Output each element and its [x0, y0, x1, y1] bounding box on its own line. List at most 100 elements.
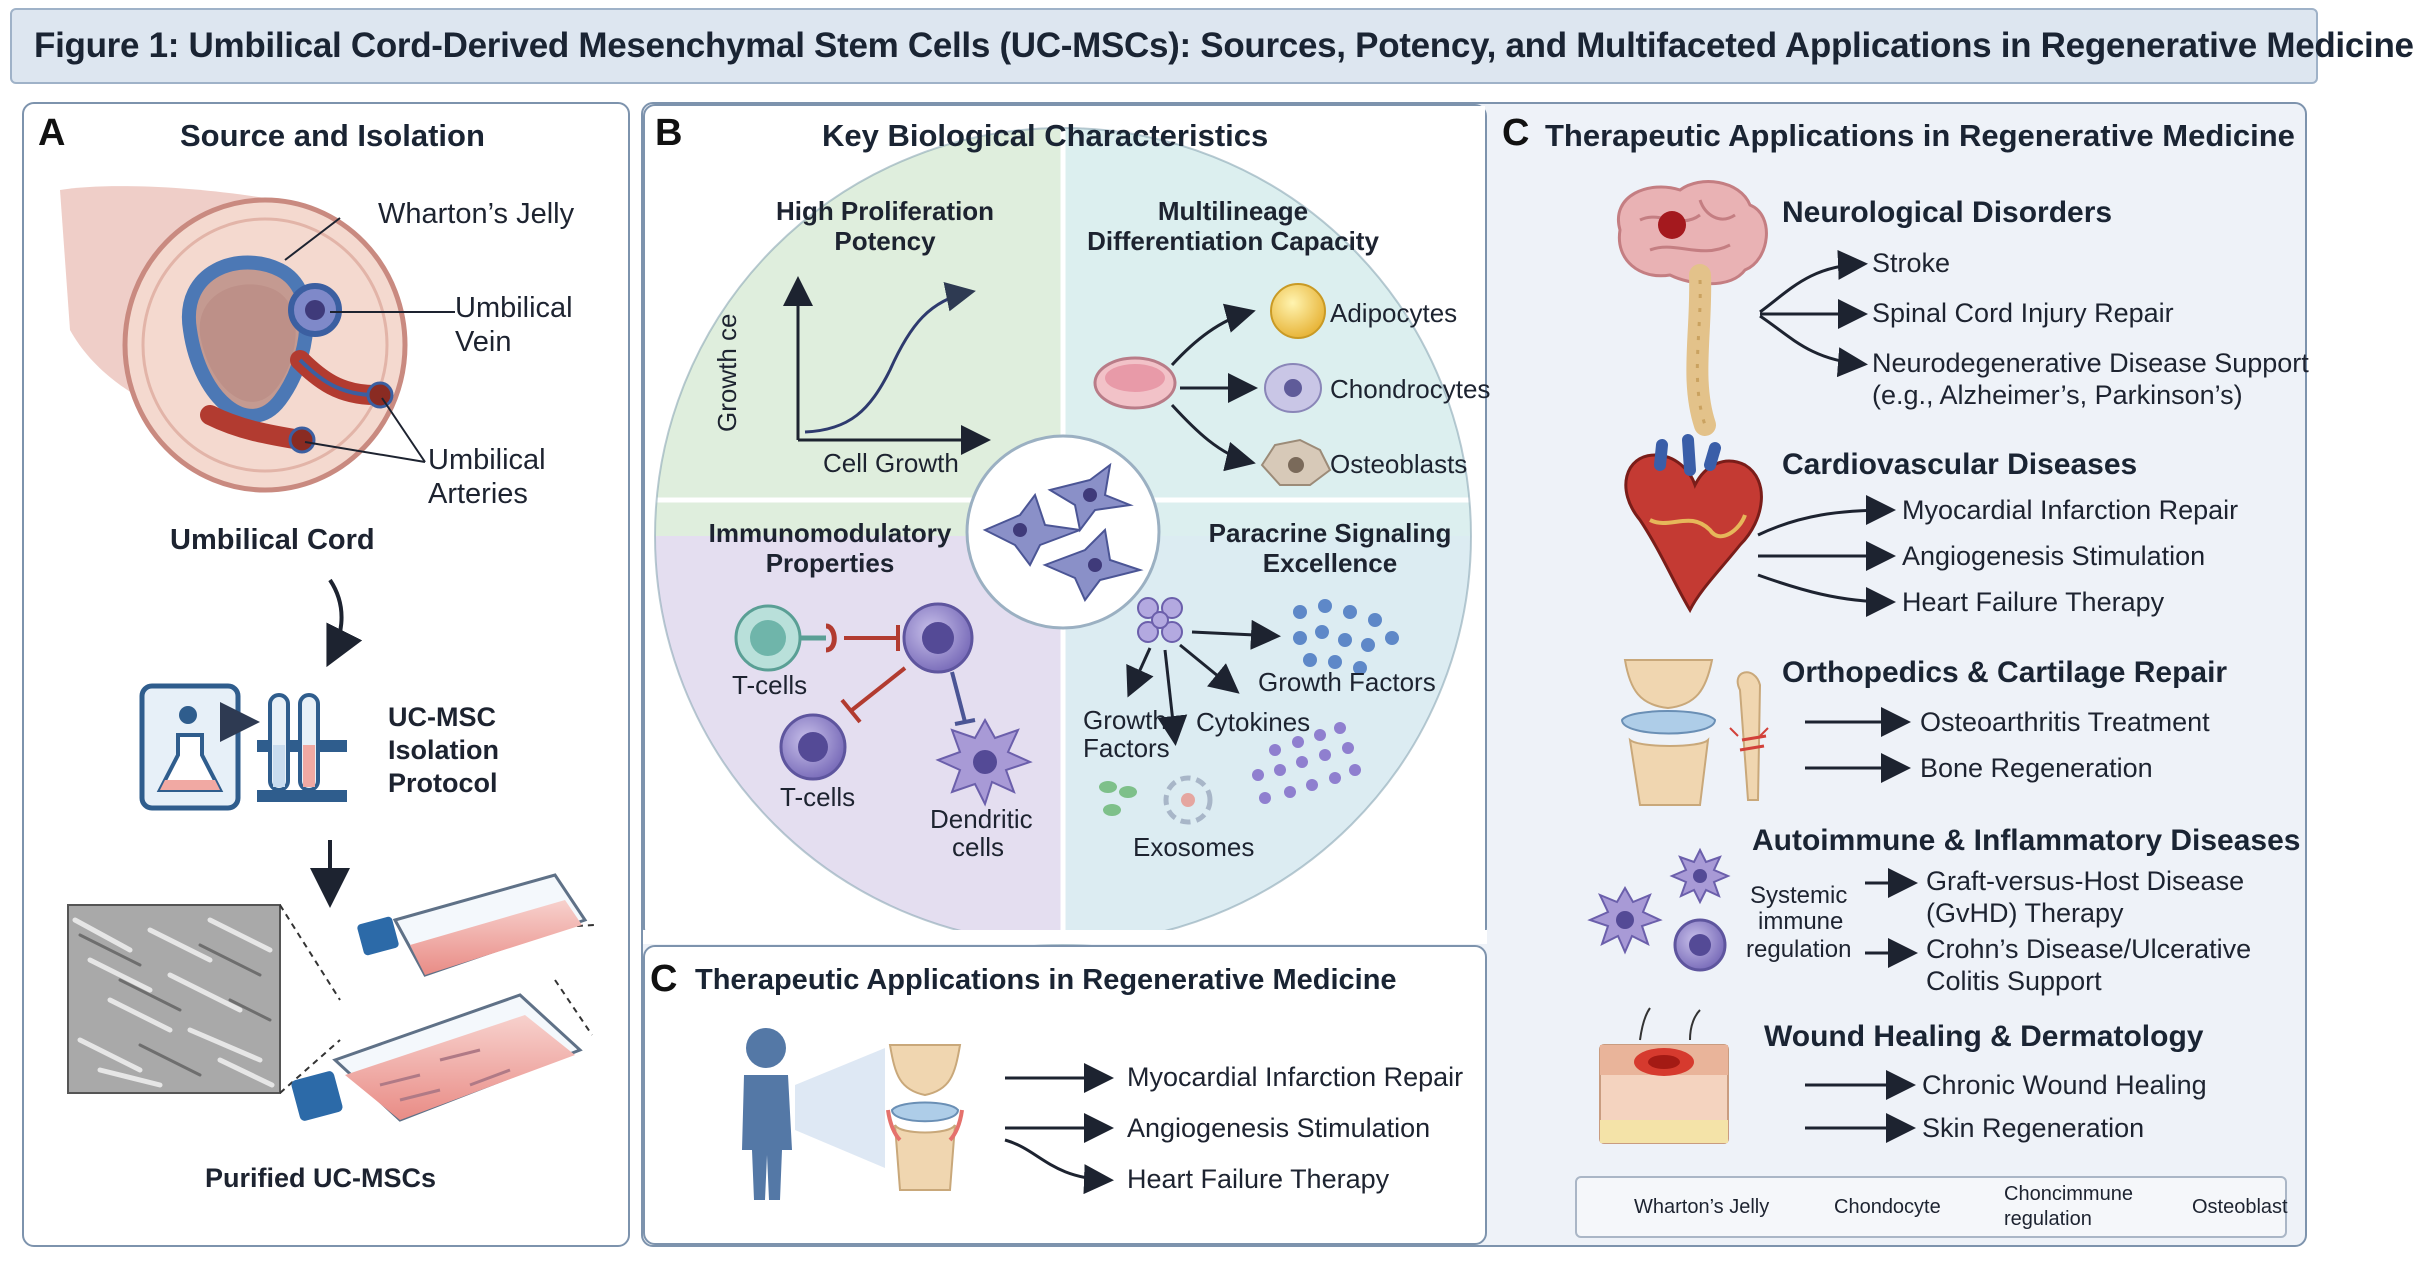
purified-label: Purified UC-MSCs: [205, 1163, 437, 1193]
auto-title: Autoimmune & Inflammatory Diseases: [1752, 824, 2301, 857]
cytokines-label: Cytokines: [1196, 707, 1311, 737]
vein-label-2: Vein: [455, 326, 512, 358]
growth-curve-graph: [783, 276, 991, 455]
q1-title-line2: Potency: [834, 226, 936, 256]
legend-chondocyte: Chondocyte: [1834, 1196, 1941, 1218]
neuro-item: Spinal Cord Injury Repair: [1872, 298, 2174, 328]
q1-xlabel: Cell Growth: [823, 448, 959, 478]
neuro-item: Neurodegenerative Disease Support: [1872, 348, 2309, 378]
cardio-item: Heart Failure Therapy: [1902, 587, 2165, 617]
bottom-c-item: Myocardial Infarction Repair: [1127, 1062, 1464, 1092]
auto-side-3: regulation: [1746, 936, 1852, 963]
cardio-item: Myocardial Infarction Repair: [1902, 495, 2239, 525]
wharton-jelly-label: Wharton’s Jelly: [378, 198, 575, 230]
q3-title: Immunomodulatory Properties: [690, 518, 970, 578]
adipocytes-label: Adipocytes: [1330, 298, 1458, 328]
osteoblasts-label: Osteoblasts: [1330, 449, 1468, 479]
legend: [1575, 1176, 2287, 1238]
growth-factors-right-label: Growth Factors: [1258, 667, 1436, 697]
growth-factors-left-label-2: Factors: [1083, 733, 1170, 763]
auto-item: Crohn’s Disease/Ulcerative: [1926, 934, 2252, 964]
vein-label-1: Umbilical: [455, 292, 573, 324]
microscopy-image: [67, 904, 281, 1094]
bottom-c-arrows: [1004, 1063, 1114, 1195]
auto-side-2: immune: [1758, 908, 1844, 935]
neuro-item-note: (e.g., Alzheimer’s, Parkinson’s): [1872, 380, 2243, 410]
ortho-title: Orthopedics & Cartilage Repair: [1782, 656, 2228, 689]
heart-icon: [1624, 434, 1763, 614]
auto-item: Graft-versus-Host Disease: [1926, 866, 2245, 896]
protocol-label-3: Protocol: [388, 768, 498, 798]
neuro-title: Neurological Disorders: [1782, 196, 2113, 229]
panel-a-heading: Source and Isolation: [180, 118, 485, 153]
exosomes-label: Exosomes: [1133, 832, 1255, 862]
panel-a-letter: A: [38, 112, 66, 154]
culture-flask-large: [291, 993, 583, 1122]
panel-c-heading: Therapeutic Applications in Regenerative…: [1545, 118, 2295, 153]
person-joint-illustration: [742, 1028, 964, 1200]
auto-side-1: Systemic: [1750, 882, 1848, 909]
ortho-item: Bone Regeneration: [1920, 753, 2153, 783]
wound-title: Wound Healing & Dermatology: [1764, 1020, 2204, 1053]
auto-item: (GvHD) Therapy: [1926, 898, 2124, 928]
tcells-label-2: T-cells: [780, 782, 856, 812]
bottom-c-item: Angiogenesis Stimulation: [1127, 1113, 1431, 1143]
cardio-item: Angiogenesis Stimulation: [1902, 541, 2206, 571]
panel-b-heading: Key Biological Characteristics: [822, 118, 1269, 153]
legend-wharton: Wharton’s Jelly: [1634, 1196, 1770, 1218]
brain-spine-icon: [1616, 180, 1768, 436]
umbilical-cord-illustration: [60, 186, 455, 493]
skin-wound-icon: [1599, 1007, 1729, 1144]
isolation-protocol-icon: [139, 683, 347, 811]
panel-c-bottom-heading: Therapeutic Applications in Regenerative…: [695, 964, 1397, 996]
immune-cells-icon: [1587, 847, 1731, 972]
q3-title-line2: Properties: [765, 548, 895, 578]
legend-osteoblast: Osteoblast: [2192, 1196, 2288, 1218]
figure-title: Figure 1: Umbilical Cord-Derived Mesench…: [34, 26, 2414, 65]
neuro-item: Stroke: [1872, 248, 1951, 278]
dendritic-label-2: cells: [952, 832, 1005, 862]
neuro-arrows: [1759, 249, 1868, 378]
zoom-lines: [279, 904, 341, 1094]
knee-bone-icon: [1620, 659, 1769, 806]
ortho-item: Osteoarthritis Treatment: [1920, 707, 2210, 737]
q1-ylabel: Growth ce: [712, 313, 742, 433]
arrow-cord-to-protocol: [326, 578, 363, 668]
q2-title: Multilineage Differentiation Capacity: [1068, 196, 1398, 256]
immunomodulation-diagram: [734, 602, 1033, 807]
umbilical-cord-label: Umbilical Cord: [170, 524, 375, 556]
cardio-arrows: [1757, 495, 1896, 617]
ortho-arrows: [1805, 707, 1911, 783]
bottom-c-item: Heart Failure Therapy: [1127, 1164, 1390, 1194]
protocol-label-2: Isolation: [388, 735, 500, 765]
auto-item: Colitis Support: [1926, 966, 2102, 996]
chondrocytes-label: Chondrocytes: [1330, 374, 1491, 404]
q1-title: High Proliferation Potency: [730, 196, 1040, 256]
wound-arrows: [1805, 1070, 1916, 1143]
differentiation-diagram: [1093, 283, 1332, 486]
dendritic-label-1: Dendritic: [930, 804, 1033, 834]
culture-flask-small: [357, 873, 588, 977]
illustration-layer: [60, 127, 2188, 1235]
figure-title-bar: Figure 1: Umbilical Cord-Derived Mesench…: [10, 8, 2414, 84]
q4-title-line1: Paracrine Signaling: [1208, 518, 1452, 548]
q2-title-line1: Multilineage: [1157, 196, 1309, 226]
panel-c-letter: C: [1502, 112, 1530, 154]
wound-item: Chronic Wound Healing: [1922, 1070, 2207, 1100]
legend-immune-2: regulation: [2004, 1208, 2092, 1230]
q1-title-line1: High Proliferation: [775, 196, 995, 226]
q4-title-line2: Excellence: [1262, 548, 1398, 578]
auto-arrows: [1865, 868, 1918, 968]
panel-c-bottom-letter: C: [650, 958, 678, 1000]
tcells-label-1: T-cells: [732, 670, 808, 700]
paracrine-diagram: [1099, 597, 1399, 825]
wound-item: Skin Regeneration: [1922, 1113, 2145, 1143]
protocol-label-1: UC-MSC: [388, 702, 496, 732]
legend-immune-1: Choncimmune: [2004, 1183, 2133, 1205]
q4-title: Paracrine Signaling Excellence: [1175, 518, 1485, 578]
q3-title-line1: Immunomodulatory: [708, 518, 952, 548]
panel-b-letter: B: [655, 112, 683, 154]
arteries-label-1: Umbilical: [428, 444, 546, 476]
arteries-label-2: Arteries: [428, 478, 528, 510]
cardio-title: Cardiovascular Diseases: [1782, 448, 2138, 481]
